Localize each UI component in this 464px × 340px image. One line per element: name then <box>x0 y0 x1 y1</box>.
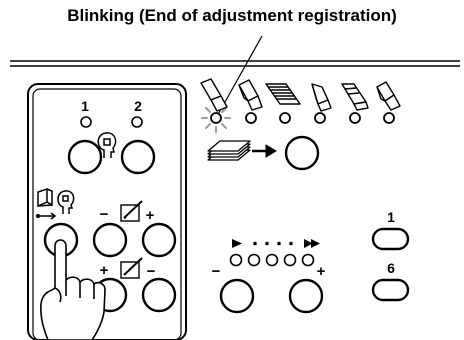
memory-1-lamp <box>81 117 91 127</box>
fold-lamp-3 <box>280 113 290 123</box>
speed-minus-label: − <box>212 263 221 280</box>
fold-icon-1 <box>201 79 227 111</box>
fold-lamp-5 <box>350 113 360 123</box>
memory-2-button[interactable] <box>122 141 154 173</box>
adjust-plus-label-1: + <box>146 207 155 224</box>
button-6[interactable] <box>373 280 408 300</box>
button-1-label: 1 <box>387 209 395 225</box>
speed-plus-label: + <box>317 263 326 280</box>
fold-icon-6 <box>377 82 400 110</box>
adjust-2-minus-button[interactable] <box>143 279 175 311</box>
fold-type-icons <box>201 79 400 111</box>
edit-icon-2 <box>121 258 142 278</box>
fold-lamp-2 <box>246 113 256 123</box>
pointing-hand-icon <box>41 240 105 340</box>
fold-icon-5 <box>342 84 368 110</box>
fold-icon-4 <box>312 84 331 111</box>
edit-icon-1 <box>121 201 142 221</box>
adjust-1-minus-button[interactable] <box>94 224 126 256</box>
memory-label-1: 1 <box>81 98 89 114</box>
fold-icon-2 <box>239 80 262 110</box>
fold-lamp-4 <box>315 113 325 123</box>
adjust-1-plus-button[interactable] <box>143 224 175 256</box>
button-1[interactable] <box>373 229 408 249</box>
fold-lamp-6 <box>384 113 394 123</box>
memory-2-lamp <box>132 117 142 127</box>
fold-type-button[interactable] <box>286 137 318 169</box>
speed-up-button[interactable] <box>290 280 322 312</box>
speed-lamp-4 <box>285 255 296 266</box>
adjust-plus-label-2: + <box>100 262 109 279</box>
speed-lamp-2 <box>249 255 260 266</box>
speed-scale-icon <box>232 239 320 248</box>
blinking-lamp <box>211 113 221 123</box>
arrow-right-icon <box>252 145 276 157</box>
memory-1-button[interactable] <box>69 141 101 173</box>
book-arrow-icon <box>37 189 55 219</box>
speed-lamp-3 <box>267 255 278 266</box>
memory-label-2: 2 <box>134 98 142 114</box>
head-icon-adjust <box>58 191 74 214</box>
speed-lamp-5 <box>303 255 314 266</box>
adjust-minus-label-1: − <box>100 206 109 223</box>
speed-down-button[interactable] <box>221 280 253 312</box>
speed-lamp-1 <box>231 255 242 266</box>
adjust-minus-label-2: − <box>147 263 156 280</box>
paper-stack-icon <box>208 141 250 160</box>
fold-icon-3 <box>266 84 300 104</box>
button-6-label: 6 <box>387 260 395 276</box>
